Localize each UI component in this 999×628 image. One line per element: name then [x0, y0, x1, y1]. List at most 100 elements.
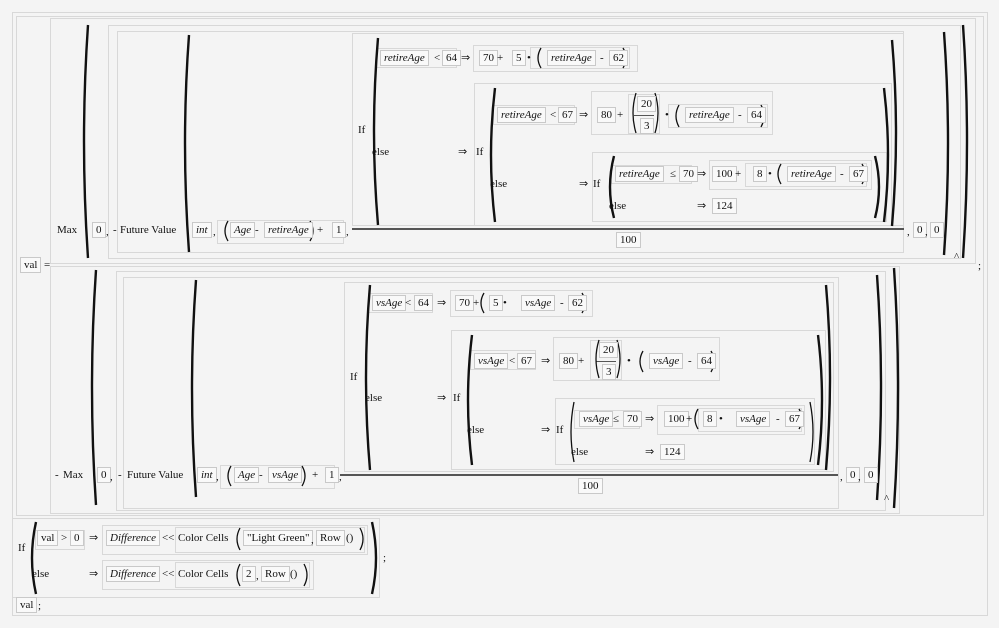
result-frame[interactable] — [102, 560, 314, 590]
vs-value-term-token[interactable]: 1 — [325, 467, 339, 483]
retirement-value-term-token[interactable]: retireAge — [787, 166, 836, 182]
vs-value-term-token[interactable]: 8 — [703, 411, 717, 427]
retirement-value-term-token[interactable]: 62 — [609, 50, 628, 66]
result-frame[interactable] — [591, 91, 773, 135]
vs-value-term-token[interactable]: 67 — [785, 411, 804, 427]
vs-value-term-token[interactable]: vsAge — [474, 353, 509, 369]
retirement-value-term-token[interactable]: retireAge — [685, 107, 734, 123]
retirement-value-term-token[interactable]: retireAge — [615, 166, 664, 182]
retirement-value-term-token[interactable]: 70 — [679, 166, 698, 182]
vs-value-term-token: If — [350, 371, 358, 383]
vs-value-term-token[interactable]: 124 — [660, 444, 685, 460]
result-frame[interactable] — [450, 290, 593, 317]
max-frame-top[interactable] — [50, 18, 976, 264]
retirement-value-term-token[interactable]: 0 — [92, 222, 106, 238]
retirement-value-term-token[interactable]: 67 — [558, 107, 577, 123]
retirement-value-term-token[interactable]: 20 — [637, 96, 656, 112]
retirement-value-term-token[interactable]: 3 — [640, 118, 654, 134]
vs-value-term-token[interactable]: int — [197, 467, 217, 483]
retirement-value-term-token[interactable]: 80 — [597, 107, 616, 123]
numerator-frame-bottom[interactable] — [344, 282, 834, 472]
retirement-value-term-token[interactable]: Age — [230, 222, 256, 238]
retirement-value-term-token[interactable]: 5 — [512, 50, 526, 66]
vs-value-term-token: ⇒ — [541, 355, 551, 367]
color-cells-if-token[interactable]: 2 — [242, 566, 256, 582]
future-value-args-bottom[interactable] — [123, 277, 839, 509]
vs-value-term-token[interactable]: 0 — [846, 467, 860, 483]
retirement-value-term-token: ≤ — [670, 168, 677, 180]
vs-value-term-token[interactable]: vsAge — [736, 411, 771, 427]
vs-value-term-token[interactable]: 70 — [455, 295, 474, 311]
retirement-value-term-token[interactable]: 124 — [712, 198, 737, 214]
formula-frame[interactable] — [12, 12, 988, 616]
retirement-value-term-token[interactable]: 100 — [616, 232, 641, 248]
assigned-variable[interactable]: val — [20, 257, 42, 273]
retirement-value-term-token[interactable]: 1 — [332, 222, 346, 238]
else-if-frame[interactable] — [451, 330, 826, 470]
vs-value-term-token[interactable]: 0 — [864, 467, 878, 483]
open-paren — [30, 521, 38, 595]
vs-value-term-token[interactable]: 0 — [97, 467, 111, 483]
vs-value-term-token[interactable]: 80 — [559, 353, 578, 369]
color-cells-if-token[interactable]: "Light Green" — [243, 530, 314, 546]
color-cells-if-token[interactable]: Row — [261, 566, 290, 582]
vs-value-term-token[interactable]: vsAge — [649, 353, 684, 369]
else-if-frame[interactable] — [474, 83, 892, 226]
retirement-value-term-token[interactable]: 70 — [479, 50, 498, 66]
color-cells-if-token[interactable]: val — [37, 530, 59, 546]
result-frame[interactable] — [657, 405, 805, 435]
retirement-value-term-token[interactable]: retireAge — [547, 50, 596, 66]
retirement-value-term-token[interactable]: 64 — [442, 50, 461, 66]
color-cells-frame[interactable] — [175, 562, 310, 588]
result-frame[interactable] — [102, 525, 368, 555]
vs-value-term-token[interactable]: 100 — [578, 478, 603, 494]
assignment-frame[interactable] — [16, 16, 984, 516]
close-paren — [873, 155, 881, 219]
color-cells-if-token[interactable]: Difference — [106, 566, 161, 582]
vs-value-term-token[interactable]: 3 — [602, 364, 616, 380]
result-frame[interactable] — [473, 45, 638, 72]
retirement-value-term-token[interactable]: 67 — [849, 166, 868, 182]
color-cells-if-token[interactable]: 0 — [70, 530, 84, 546]
retirement-value-term-token[interactable]: 0 — [930, 222, 944, 238]
vs-value-term-token: Max — [63, 469, 84, 481]
result-frame[interactable] — [709, 160, 872, 190]
future-value-frame-bottom[interactable] — [116, 271, 886, 511]
vs-value-term-token[interactable]: Age — [234, 467, 260, 483]
result-frame[interactable] — [553, 337, 720, 381]
else-if-frame[interactable] — [555, 398, 815, 465]
retirement-value-term-token[interactable]: 8 — [753, 166, 767, 182]
close-paren — [303, 563, 308, 587]
color-if-frame[interactable] — [12, 518, 380, 598]
retirement-value-term-token[interactable]: 0 — [913, 222, 927, 238]
retirement-value-term-token[interactable]: retireAge — [497, 107, 546, 123]
retirement-value-term-token[interactable]: int — [192, 222, 212, 238]
vs-value-term-token[interactable]: 70 — [623, 411, 642, 427]
color-cells-if-token[interactable]: Difference — [106, 530, 161, 546]
vs-value-term-token[interactable]: vsAge — [521, 295, 556, 311]
color-cells-frame[interactable] — [175, 527, 365, 553]
retirement-value-term-token[interactable]: 100 — [712, 166, 737, 182]
cond-frame[interactable] — [35, 530, 85, 550]
vs-value-term-token[interactable]: vsAge — [268, 467, 303, 483]
vs-value-term-token[interactable]: vsAge — [372, 295, 407, 311]
sub-frame[interactable] — [668, 104, 768, 128]
vs-value-term-token[interactable]: 100 — [664, 411, 689, 427]
retirement-value-term-token[interactable]: retireAge — [380, 50, 429, 66]
max-frame-bottom[interactable] — [50, 266, 900, 514]
vs-value-term-token[interactable]: 20 — [599, 342, 618, 358]
retirement-value-term-token[interactable]: 64 — [747, 107, 766, 123]
vs-value-term-token[interactable]: 5 — [489, 295, 503, 311]
vs-value-term-token[interactable]: 64 — [414, 295, 433, 311]
vs-value-term-token[interactable]: 62 — [568, 295, 587, 311]
color-cells-if-token[interactable]: Row — [316, 530, 345, 546]
vs-value-term-token: Future Value — [127, 469, 184, 481]
vs-value-term-token[interactable]: 64 — [697, 353, 716, 369]
sub-frame[interactable] — [530, 47, 630, 69]
return-variable[interactable]: val — [16, 597, 38, 613]
retirement-value-term-token[interactable]: retireAge — [264, 222, 313, 238]
vs-value-term-token[interactable]: 67 — [517, 353, 536, 369]
vs-value-term-token[interactable]: vsAge — [579, 411, 614, 427]
future-value-frame-top[interactable] — [108, 25, 961, 259]
